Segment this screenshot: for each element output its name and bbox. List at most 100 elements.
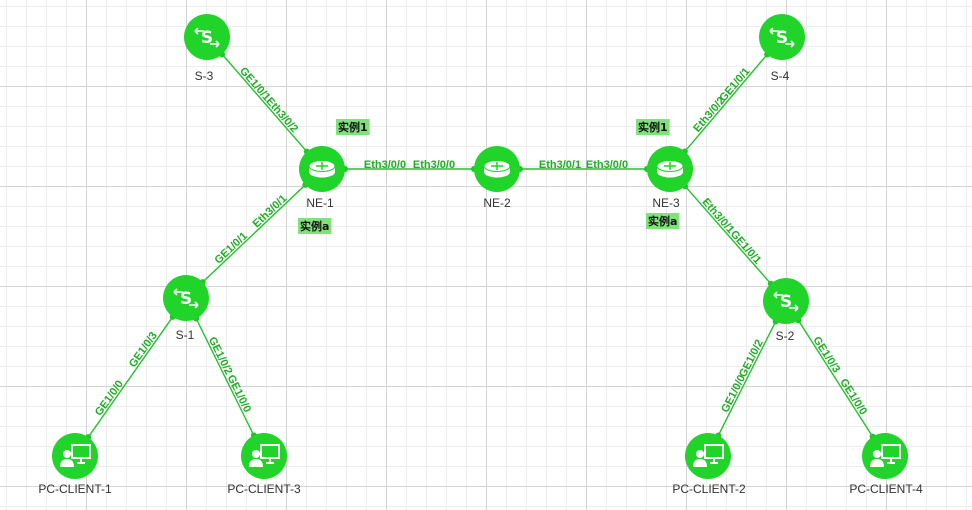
instance-tag: 实例1 (636, 119, 670, 135)
arrow-left (773, 291, 783, 299)
pc-client-icon (693, 444, 724, 467)
user-head (63, 450, 71, 458)
node-label: PC-CLIENT-1 (38, 482, 112, 496)
node-label: PC-CLIENT-4 (849, 482, 923, 496)
link-line[interactable] (684, 185, 772, 285)
link-line[interactable] (797, 320, 874, 437)
node-pc-client-1[interactable]: PC-CLIENT-1 (38, 433, 112, 496)
link-line[interactable] (87, 316, 174, 438)
router-arrows (316, 162, 328, 170)
port-label: Eth3/0/1 (700, 196, 737, 236)
user-body (870, 459, 884, 467)
monitor-stand (710, 458, 718, 464)
switch-glyph: S (780, 292, 792, 312)
router-arrows (491, 162, 503, 170)
node-ne-3[interactable]: NE-3 (647, 146, 693, 210)
link-line[interactable] (221, 53, 308, 153)
node-label: S-4 (771, 69, 790, 83)
pc-client-icon (60, 444, 91, 467)
node-s-1[interactable]: S S-1 (163, 275, 209, 342)
switch-glyph: S (776, 28, 788, 48)
link-line[interactable] (684, 54, 768, 152)
user-body (60, 459, 74, 467)
node-ne-1[interactable]: NE-1 (299, 146, 345, 210)
node-label: NE-1 (306, 196, 334, 210)
port-label: GE1/0/2 (737, 338, 766, 379)
port-label: GE1/0/2 (206, 335, 235, 377)
switch-icon: S (769, 27, 795, 48)
node-label: NE-2 (483, 196, 511, 210)
node-s-3[interactable]: SS-3 (184, 14, 230, 83)
node-circle[interactable] (184, 14, 230, 60)
port-label: GE1/0/0 (93, 378, 126, 418)
arrow-left (173, 288, 183, 296)
instance-tag-bg (636, 119, 670, 135)
tags-layer: 实例1 实例a 实例1 实例a (298, 119, 680, 234)
port-label: GE1/0/0 (225, 373, 254, 415)
user-body (693, 459, 707, 467)
node-ne-2[interactable]: NE-2 (474, 146, 520, 210)
node-label: NE-3 (652, 196, 680, 210)
instance-tag-label: 实例1 (338, 120, 368, 134)
arrow-right (210, 40, 220, 48)
instance-tag: 实例a (646, 213, 680, 229)
user-head (696, 450, 704, 458)
node-label: S-1 (176, 328, 195, 342)
port-label: Eth3/0/2 (263, 95, 300, 135)
link-line[interactable] (195, 318, 255, 436)
node-s-2[interactable]: SS-2 (763, 278, 809, 343)
node-label: S-3 (195, 69, 214, 83)
instance-tag: 实例a (298, 218, 332, 234)
port-label: Eth3/0/0 (364, 159, 406, 171)
link-line[interactable] (717, 321, 777, 436)
arrow-left (769, 27, 779, 35)
router-icon (656, 160, 684, 178)
node-circle[interactable] (763, 278, 809, 324)
port-label: GE1/0/1 (237, 65, 273, 103)
node-circle[interactable] (163, 275, 209, 321)
node-s-4[interactable]: S S-4 (759, 14, 805, 83)
arrow-right (785, 40, 795, 48)
port-label: GE1/0/1 (717, 66, 752, 105)
arrow-left (194, 27, 204, 35)
node-pc-client-4[interactable]: PC-CLIENT-4 (849, 433, 923, 496)
monitor-stand (266, 458, 274, 464)
arrow-right (189, 301, 199, 309)
node-circle[interactable] (759, 14, 805, 60)
switch-glyph: S (180, 289, 192, 309)
node-circle[interactable] (241, 433, 287, 479)
node-label: PC-CLIENT-3 (227, 482, 301, 496)
node-pc-client-3[interactable]: PC-CLIENT-3 (227, 433, 301, 496)
port-label: GE1/0/1 (212, 230, 250, 266)
switch-icon: S (773, 291, 799, 312)
switch-icon: S (173, 288, 199, 309)
node-pc-client-2[interactable]: PC-CLIENT-2 (672, 433, 746, 496)
node-circle[interactable] (52, 433, 98, 479)
monitor-stand (887, 458, 895, 464)
instance-tag-bg (298, 218, 332, 234)
pc-client-icon (249, 444, 280, 467)
user-body (249, 459, 263, 467)
pc-client-icon (870, 444, 901, 467)
user-head (252, 450, 260, 458)
instance-tag-bg (336, 119, 370, 135)
router-icon (308, 160, 336, 178)
link-line[interactable] (202, 184, 306, 283)
node-circle[interactable] (685, 433, 731, 479)
node-circle[interactable] (862, 433, 908, 479)
port-label: GE1/0/3 (127, 330, 160, 370)
instance-tag-label: 实例a (648, 214, 677, 228)
